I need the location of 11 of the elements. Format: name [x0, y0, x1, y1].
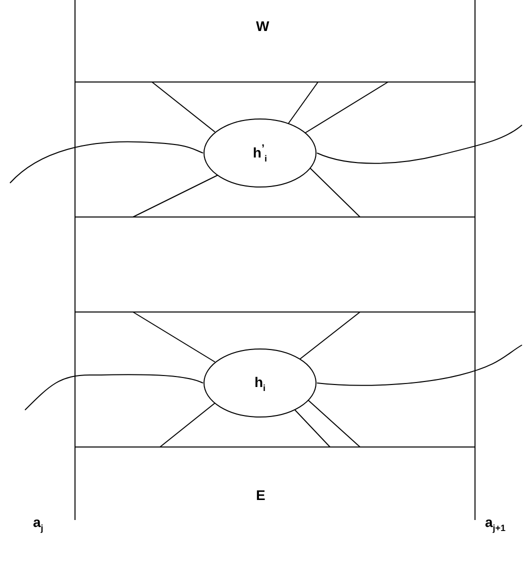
variable-label: E [256, 487, 266, 503]
variable-label: W [256, 18, 270, 34]
variable-label: a$_{j+1}$ [485, 514, 506, 533]
curve-line [10, 141, 204, 184]
curve-line [24, 374, 204, 410]
curve-line [316, 344, 522, 386]
node-label: h$_{i}$ [254, 374, 266, 392]
ellipse-node [203, 348, 317, 418]
curve-line [316, 124, 522, 164]
ellipse-node [203, 118, 317, 188]
variable-label: a$_{j}$ [33, 514, 44, 533]
